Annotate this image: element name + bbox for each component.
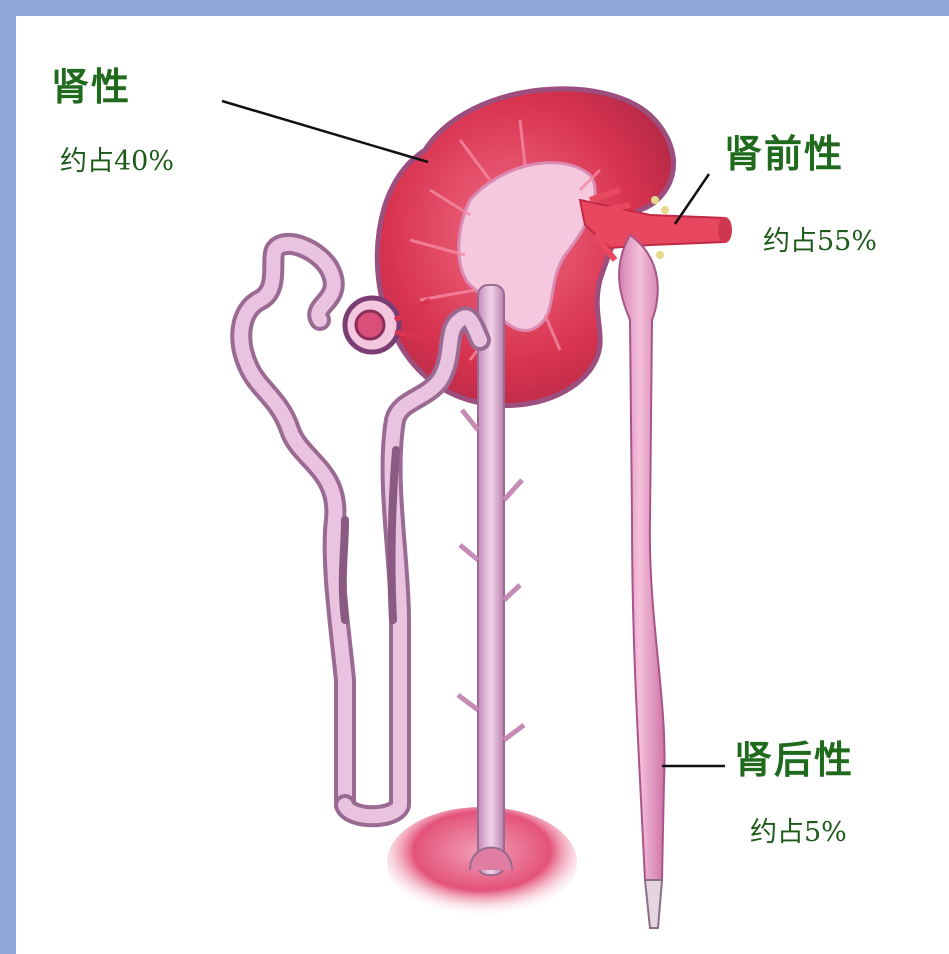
renal-title: 肾性 [51,68,131,106]
postrenal-percentage: 约占5% [750,819,847,846]
slide-canvas: 肾性 约占40% 肾前性 约占55% 肾后性 约占5% [16,16,949,954]
prerenal-title: 肾前性 [724,135,844,173]
renal-percentage: 约占40% [60,148,174,175]
renal-pointer-line [222,101,428,162]
prerenal-percentage: 约占55% [763,228,877,255]
postrenal-title: 肾后性 [734,741,854,779]
ureter [619,235,664,928]
